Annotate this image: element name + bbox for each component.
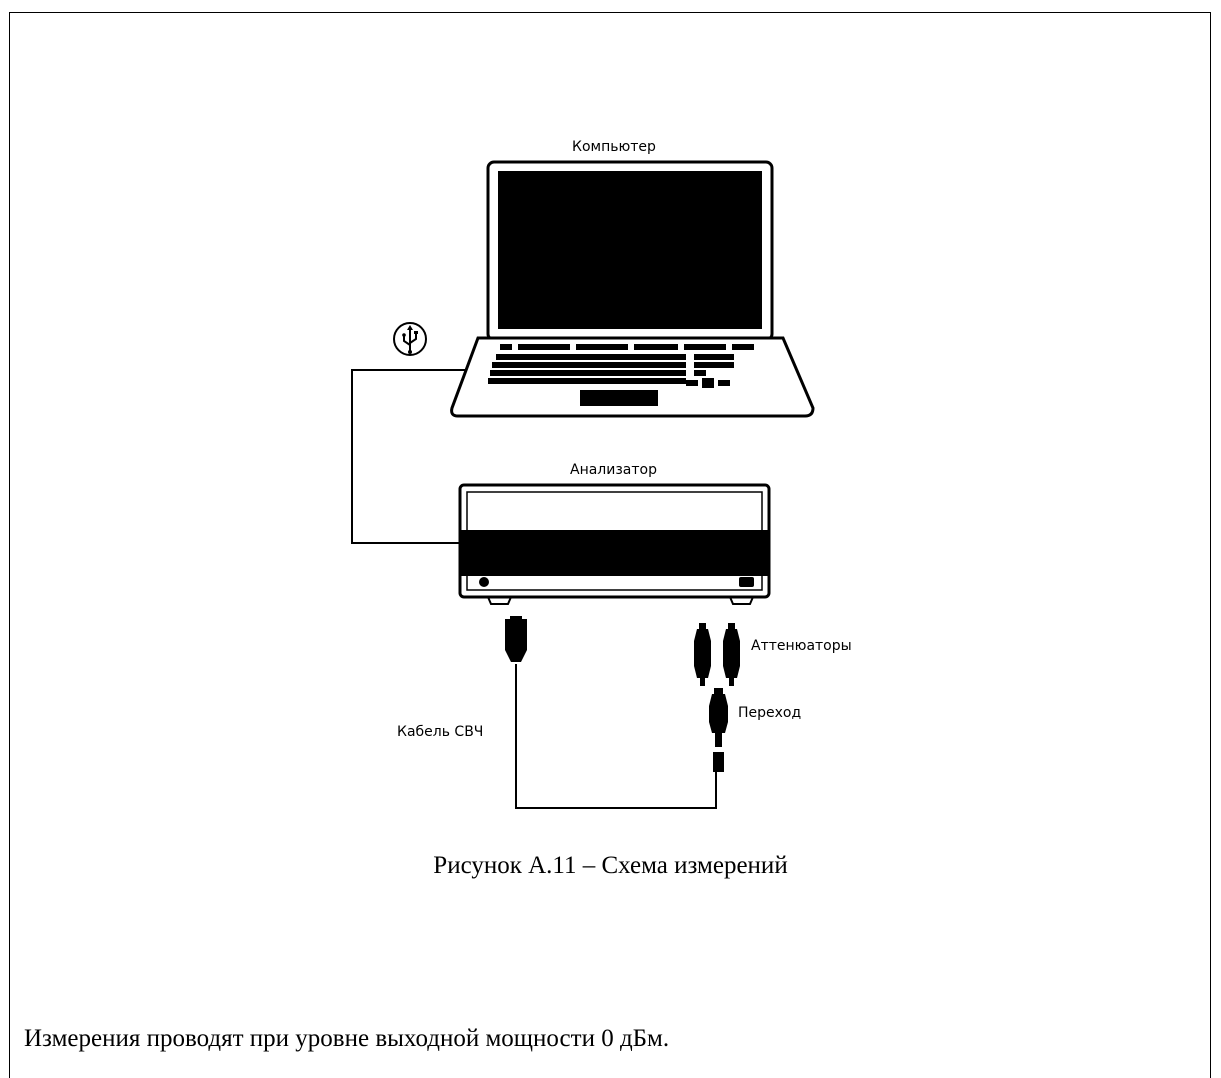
analyzer-display-band [460, 530, 769, 576]
attenuators [694, 623, 740, 686]
body-paragraph: Измерения проводят при уровне выходной м… [24, 1025, 670, 1052]
usb-cable [351, 369, 474, 544]
laptop [450, 160, 815, 418]
adapter-label: Переход [738, 705, 802, 721]
analyzer-label: Анализатор [570, 462, 657, 478]
usb-icon [393, 322, 427, 356]
page-frame [9, 12, 1211, 1078]
analyzer [458, 483, 771, 605]
attenuators-label: Аттенюаторы [751, 638, 852, 654]
laptop-keyboard [488, 344, 754, 406]
figure-caption: Рисунок А.11 – Схема измерений [433, 852, 788, 879]
adapter [709, 688, 728, 772]
computer-label: Компьютер [572, 139, 656, 155]
rf-cable [505, 616, 717, 809]
rf-cable-label: Кабель СВЧ [397, 724, 484, 740]
laptop-screen [498, 171, 762, 329]
